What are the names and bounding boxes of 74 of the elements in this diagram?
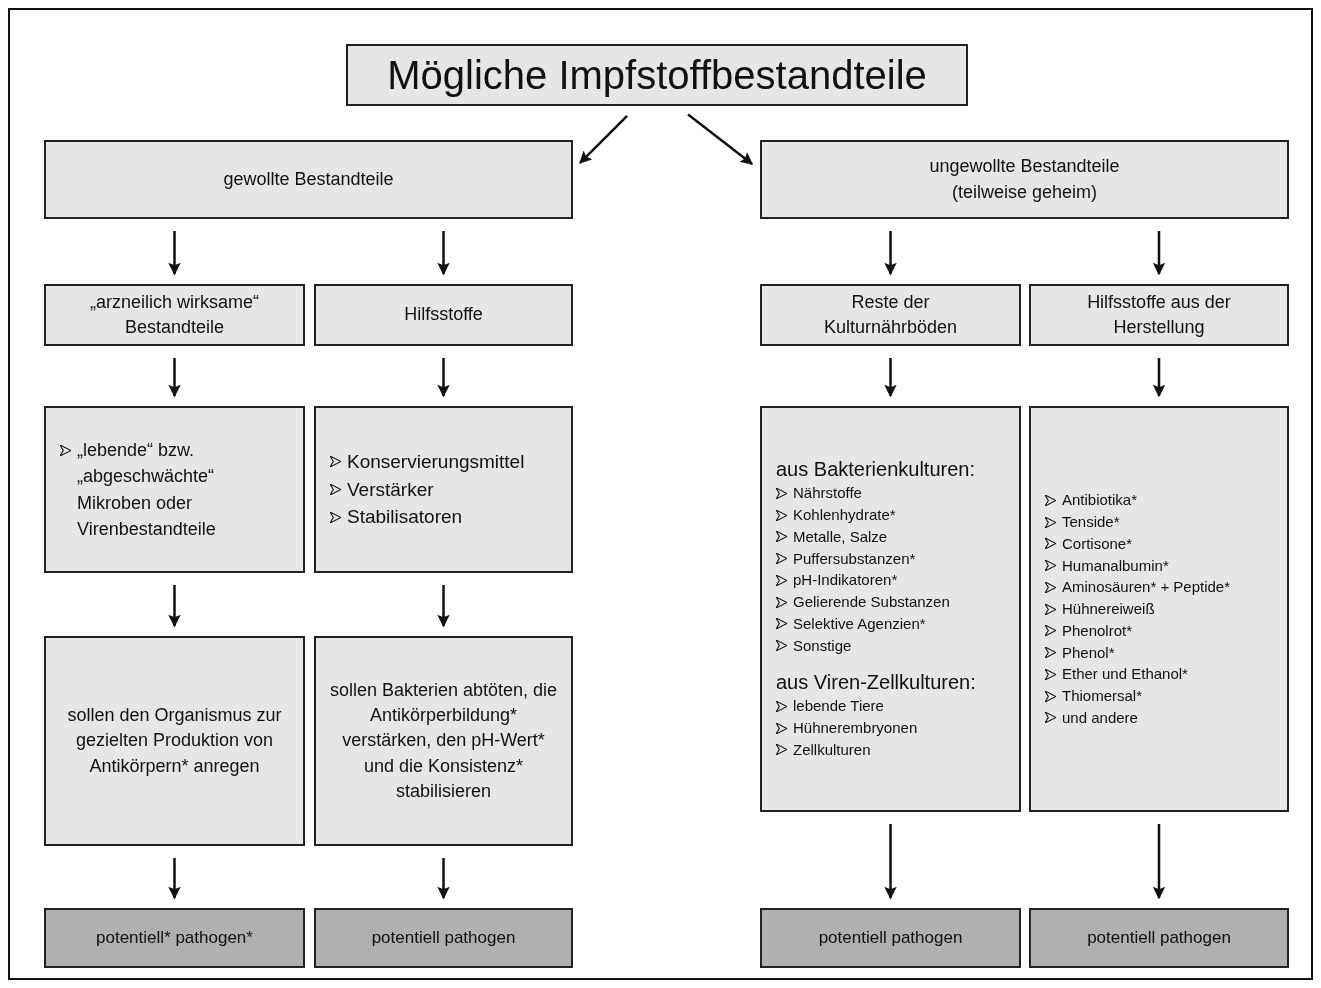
arrow xyxy=(1152,231,1166,276)
list-item: Puffersubstanzen* xyxy=(793,548,916,569)
result-box xyxy=(44,908,305,968)
box-text: potentiell pathogen xyxy=(1087,927,1231,950)
list-item: Nährstoffe xyxy=(793,483,862,504)
list-item: Humanalbumin* xyxy=(1062,555,1169,576)
arrow xyxy=(168,858,181,900)
arrow xyxy=(884,824,897,900)
list-box xyxy=(1029,406,1289,812)
arrow xyxy=(1152,358,1166,398)
arrow xyxy=(168,358,181,398)
box-text: sollen Bakterien abtöten, die Antikörperbildung* verstärken, den pH-Wert* und die Konsistenz* stabilisieren xyxy=(328,679,559,803)
list-box xyxy=(44,406,305,573)
arrow xyxy=(437,585,450,628)
box-text: potentiell* pathogen* xyxy=(96,927,253,950)
box-text: Reste der Kulturnährböden xyxy=(822,290,959,339)
arrow xyxy=(168,231,181,276)
box-text: Hilfsstoffe xyxy=(404,303,483,327)
list-item: Tenside* xyxy=(1062,512,1120,533)
list-item: Cortisone* xyxy=(1062,533,1133,554)
process-box xyxy=(314,284,573,346)
title-box xyxy=(346,44,968,106)
process-box xyxy=(314,636,573,846)
arrow xyxy=(437,858,450,900)
arrow xyxy=(1152,824,1166,900)
process-box xyxy=(44,636,305,846)
list-item: Metalle, Salze xyxy=(793,526,888,547)
box-text: Hilfsstoffe aus der Herstellung xyxy=(1086,290,1232,339)
list-item: Aminosäuren* + Peptide* xyxy=(1062,577,1231,598)
arrow xyxy=(579,115,628,164)
process-box xyxy=(760,284,1021,346)
list-item: Hühnereiweiß xyxy=(1062,599,1155,620)
list-item: Konservierungsmittel xyxy=(347,450,525,475)
process-box xyxy=(1029,284,1289,346)
list-item: Phenolrot* xyxy=(1062,620,1133,641)
list-item: pH-Indikatoren* xyxy=(793,570,898,591)
list-box xyxy=(314,406,573,573)
arrow xyxy=(884,231,897,276)
list-box xyxy=(760,406,1021,812)
list-item: und andere xyxy=(1062,707,1138,728)
list-item: Gelierende Substanzen xyxy=(793,592,950,613)
list-item: lebende Tiere xyxy=(793,696,884,717)
heading-text: Mögliche Impfstoffbestandteile xyxy=(387,52,927,99)
arrow xyxy=(884,358,897,398)
list-item: Zellkulturen xyxy=(793,739,871,760)
arrow xyxy=(437,231,450,276)
process-box xyxy=(760,140,1289,219)
list-item: Sonstige xyxy=(793,635,852,656)
list-heading: aus Viren-Zellkulturen: xyxy=(776,670,977,696)
list-item: Phenol* xyxy=(1062,642,1115,663)
box-text: potentiell pathogen xyxy=(818,927,963,950)
list-item: Kohlenhydrate* xyxy=(793,505,896,526)
result-box xyxy=(314,908,573,968)
list-item: Antibiotika* xyxy=(1062,490,1138,511)
list-item: Thiomersal* xyxy=(1062,686,1143,707)
box-text: „arzneilich wirksame“ Bestandteile xyxy=(89,290,260,339)
box-text: sollen den Organismus zur gezielten Produktion von Antikörpern* anregen xyxy=(66,704,283,778)
list-heading: aus Bakterienkulturen: xyxy=(776,457,976,483)
box-text: gewollte Bestandteile xyxy=(223,167,394,191)
list-item: Selektive Agenzien* xyxy=(793,613,926,634)
list-item: Hühnerembryonen xyxy=(793,718,918,739)
list-item: Stabilisatoren xyxy=(347,505,463,530)
list-item: Verstärker xyxy=(347,477,434,502)
arrow xyxy=(168,585,181,628)
box-text: potentiell pathogen xyxy=(371,927,516,950)
arrow xyxy=(687,113,754,165)
list-item: „lebende“ bzw. „abgeschwächte“ Mikroben oder Virenbestandteile xyxy=(77,439,217,541)
process-box xyxy=(44,140,573,219)
arrow xyxy=(437,358,450,398)
box-text: ungewollte Bestandteile (teilweise geheim) xyxy=(928,155,1121,204)
result-box xyxy=(760,908,1021,968)
process-box xyxy=(44,284,305,346)
result-box xyxy=(1029,908,1289,968)
list-item: Ether und Ethanol* xyxy=(1062,664,1188,685)
